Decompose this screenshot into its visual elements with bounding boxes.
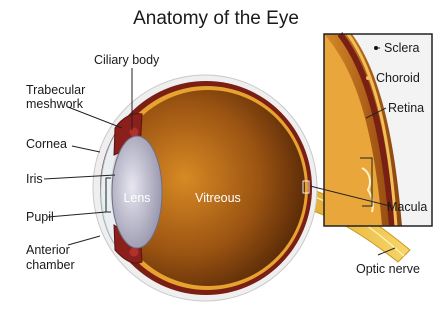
sclera-dot (374, 46, 378, 50)
label-iris: Iris (26, 172, 43, 186)
label-lens: Lens (123, 191, 150, 205)
label-macula: Macula (387, 200, 427, 214)
cornea-leader (72, 146, 100, 152)
anterior-chamber-leader (68, 236, 100, 245)
label-optic-nerve: Optic nerve (356, 262, 420, 276)
label-ciliary-body: Ciliary body (94, 53, 160, 67)
label-trabecular-1: Trabecular (26, 83, 85, 97)
label-choroid: Choroid (376, 71, 420, 85)
ciliary-body-top (130, 128, 139, 137)
choroid-dot (366, 76, 370, 80)
label-vitreous: Vitreous (195, 191, 241, 205)
retina-inset (324, 34, 432, 226)
label-cornea: Cornea (26, 137, 67, 151)
label-retina: Retina (388, 101, 424, 115)
label-trabecular-2: meshwork (26, 97, 84, 111)
label-pupil: Pupil (26, 210, 54, 224)
diagram-title: Anatomy of the Eye (133, 8, 299, 29)
ciliary-body-bottom (130, 248, 139, 257)
label-anterior-1: Anterior (26, 243, 70, 257)
label-sclera: Sclera (384, 41, 419, 55)
label-anterior-2: chamber (26, 258, 75, 272)
